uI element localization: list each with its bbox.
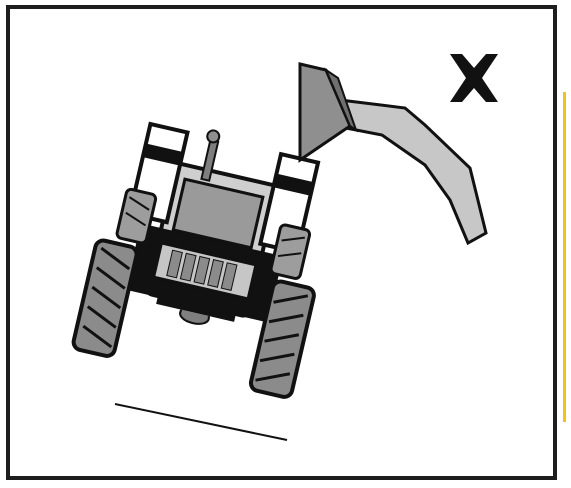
ground-line: [115, 404, 287, 440]
loader-bucket-icon: [300, 64, 356, 160]
cross-icon: [450, 54, 498, 102]
left-rear-wheel: [72, 239, 138, 358]
